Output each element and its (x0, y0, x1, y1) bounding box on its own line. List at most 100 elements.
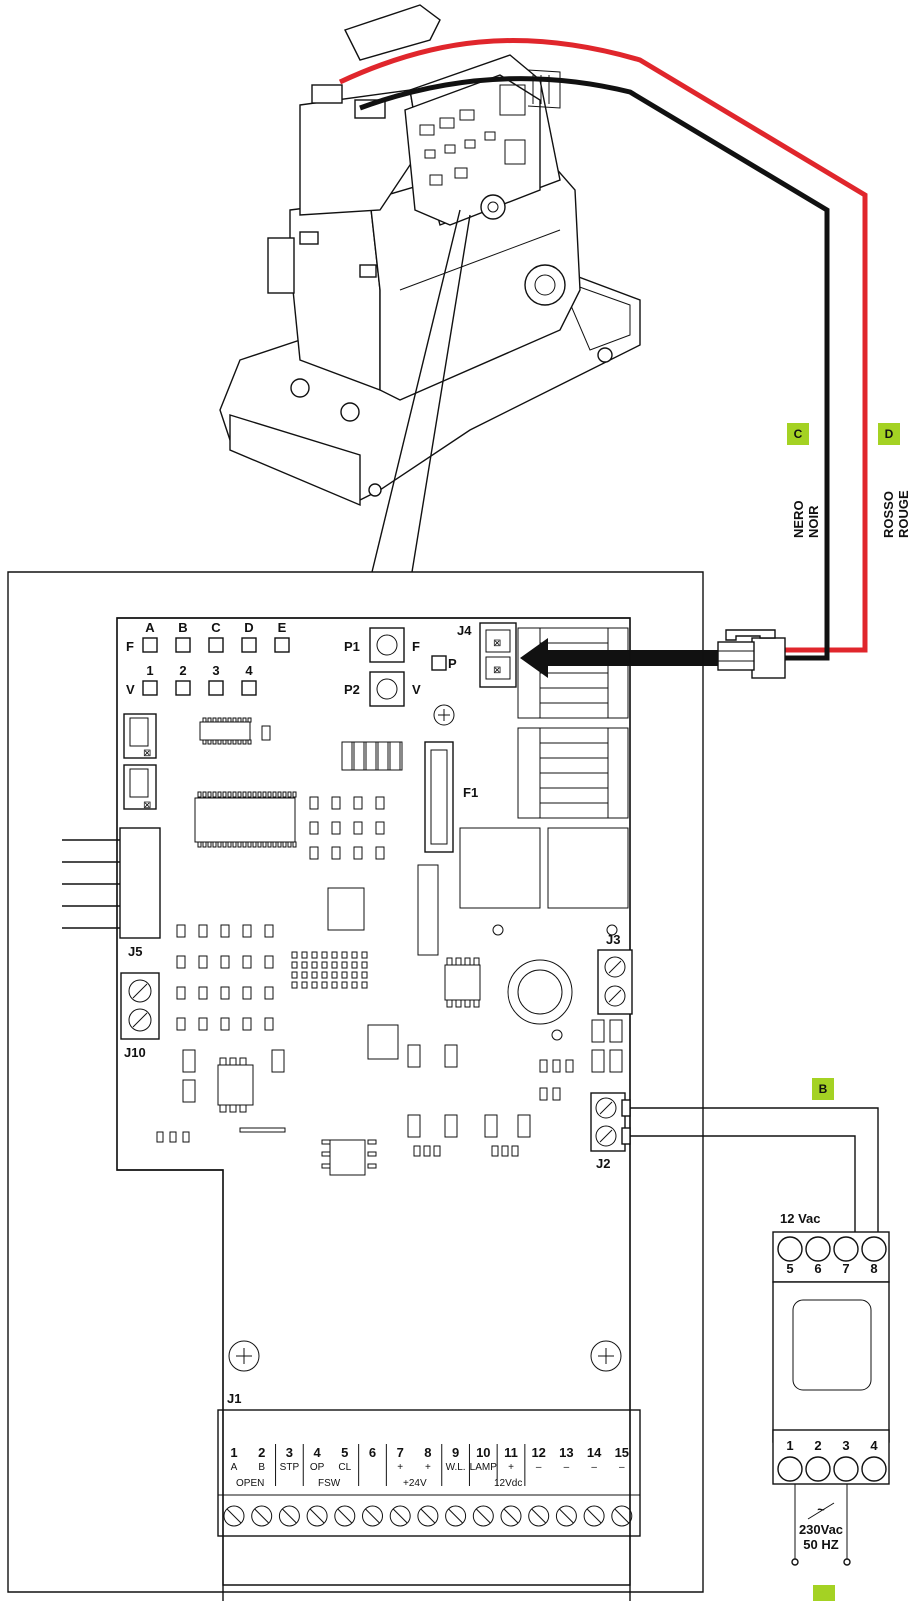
connector-j1: J1 (217, 1391, 641, 1537)
smd-pad (232, 717, 237, 723)
bottom-pin-1: 1 (786, 1438, 793, 1453)
smd-pad (331, 796, 341, 810)
smd-pads (156, 717, 623, 1169)
smd-pad (309, 821, 319, 835)
smd-pad (351, 971, 358, 979)
smd-pad (176, 1017, 186, 1031)
label-230vac: 230Vac (799, 1522, 843, 1537)
smd-pad (222, 739, 227, 745)
badge-c: C (787, 423, 809, 445)
smd-pad (311, 961, 318, 969)
terminal-sub-label: W.L. (446, 1462, 466, 1473)
top-pin-circle-5 (777, 1236, 803, 1262)
smd-pad (271, 1049, 285, 1073)
smd-pad (321, 971, 328, 979)
connector-j4: J4 ⊠ ⊠ (457, 622, 517, 688)
smd-pad (361, 981, 368, 989)
smd-pad (341, 741, 353, 771)
smd-pad (331, 971, 338, 979)
smd-pad (464, 999, 471, 1008)
smd-pad (375, 796, 385, 810)
badge-a-partial (813, 1585, 835, 1601)
smd-pad (242, 924, 252, 938)
smd-pad (217, 791, 222, 798)
smd-pad (247, 739, 252, 745)
smd-pad (242, 1017, 252, 1031)
svg-text:J3: J3 (606, 932, 620, 947)
smd-pad (212, 717, 217, 723)
svg-text:B: B (819, 1082, 828, 1096)
svg-text:D: D (885, 427, 894, 441)
badge-d: D (878, 423, 900, 445)
terminal-number: 1 (230, 1445, 237, 1460)
terminal-number: 11 (504, 1445, 518, 1460)
smd-pad (309, 846, 319, 860)
terminal-12: 12– (524, 1444, 550, 1527)
terminal-number: 3 (286, 1445, 293, 1460)
terminal-sub-label: + (425, 1462, 431, 1473)
dip-label-3: 3 (212, 663, 219, 678)
svg-text:F: F (126, 639, 134, 654)
smd-pad (212, 739, 217, 745)
smd-pad (361, 971, 368, 979)
terminal-sub-label: OP (310, 1462, 325, 1473)
connector-j2: J2 (590, 1092, 631, 1171)
svg-text:V: V (126, 682, 135, 697)
svg-text:J5: J5 (128, 944, 142, 959)
smd-pad (207, 841, 212, 848)
smd-pad (247, 717, 252, 723)
smd-pad (282, 791, 287, 798)
smd-pad (239, 1127, 286, 1133)
smd-pad (257, 841, 262, 848)
smd-pad (239, 1057, 247, 1066)
jumper-pad-4 (241, 680, 257, 696)
smd-pad (227, 791, 232, 798)
smd-pad (182, 1049, 196, 1073)
smd-pad (309, 796, 319, 810)
svg-text:V: V (412, 682, 421, 697)
smd-pad (301, 981, 308, 989)
terminal-13: 13– (555, 1445, 577, 1527)
smd-pad (377, 741, 389, 771)
terminal-sub-label: – (536, 1462, 542, 1473)
terminal-screw-icon (306, 1505, 328, 1527)
smd-pad (197, 791, 202, 798)
board-housing (7, 571, 704, 1593)
svg-text:J10: J10 (124, 1045, 146, 1060)
smd-pad (242, 986, 252, 1000)
smd-pad (473, 957, 480, 966)
smd-pad (446, 957, 453, 966)
terminal-14: 14– (583, 1445, 605, 1527)
smd-pad (232, 841, 237, 848)
terminal-number: 9 (452, 1445, 459, 1460)
smd-pad (198, 986, 208, 1000)
label-red-it: ROSSO (881, 491, 896, 538)
plug-connector (717, 629, 786, 679)
smd-pad (217, 717, 222, 723)
terminal-sub-label: A (231, 1462, 238, 1473)
smd-pad (361, 951, 368, 959)
smd-pad (609, 1019, 623, 1043)
smd-pad (331, 951, 338, 959)
svg-text:P: P (448, 656, 457, 671)
terminal-screw-icon (389, 1505, 411, 1527)
smd-pad (220, 1017, 230, 1031)
smd-pad (202, 717, 207, 723)
jumper-pad-3 (208, 680, 224, 696)
smd-pad (353, 846, 363, 860)
bottom-pin-4: 4 (870, 1438, 878, 1453)
smd-pad (501, 1145, 509, 1157)
smd-pad (247, 791, 252, 798)
smd-pad (229, 1057, 237, 1066)
smd-pad (287, 791, 292, 798)
smd-pad (444, 1114, 458, 1138)
terminal-sub-label: CL (338, 1462, 351, 1473)
zoom-line-left (371, 209, 461, 573)
smd-pad (239, 1104, 247, 1113)
zoom-line-right (411, 214, 471, 573)
smd-pad (247, 841, 252, 848)
dip-label-d: D (244, 620, 253, 635)
connector-j3: J3 (597, 932, 633, 1015)
